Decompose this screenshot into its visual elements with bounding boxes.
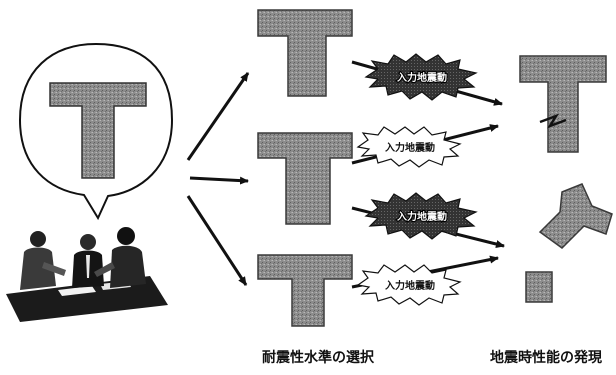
branch-arrow-top	[186, 72, 250, 161]
cracked-pier-result	[519, 55, 607, 153]
burst-label-3: 入力地震動	[397, 210, 447, 223]
caption-selection: 耐震性水準の選択	[262, 349, 375, 366]
people-meeting-icon	[6, 227, 168, 322]
concept-pier	[49, 82, 147, 179]
crack-mark	[539, 113, 567, 129]
fallen-pier-head	[538, 183, 613, 249]
pier-option-top	[257, 9, 353, 97]
meeting-table	[6, 276, 168, 322]
collapsed-pier-result	[525, 183, 613, 303]
input-motion-burst-2: 入力地震動	[356, 126, 462, 168]
speech-bubble-icon	[18, 42, 174, 221]
caption-performance: 地震時性能の発現	[490, 349, 602, 366]
pier-option-bottom	[257, 254, 353, 327]
burst-label-2: 入力地震動	[385, 141, 435, 154]
branch-arrow-bottom	[186, 195, 248, 286]
branch-arrow-middle	[189, 176, 249, 185]
input-motion-burst-1: 入力地震動	[364, 53, 478, 101]
input-motion-burst-3: 入力地震動	[364, 192, 478, 240]
input-motion-burst-4: 入力地震動	[356, 264, 462, 306]
burst-label-4: 入力地震動	[385, 279, 435, 292]
branch-arrows	[186, 72, 250, 286]
pier-option-middle	[257, 132, 353, 225]
pier-stump	[525, 271, 553, 303]
burst-label-1: 入力地震動	[397, 71, 447, 84]
